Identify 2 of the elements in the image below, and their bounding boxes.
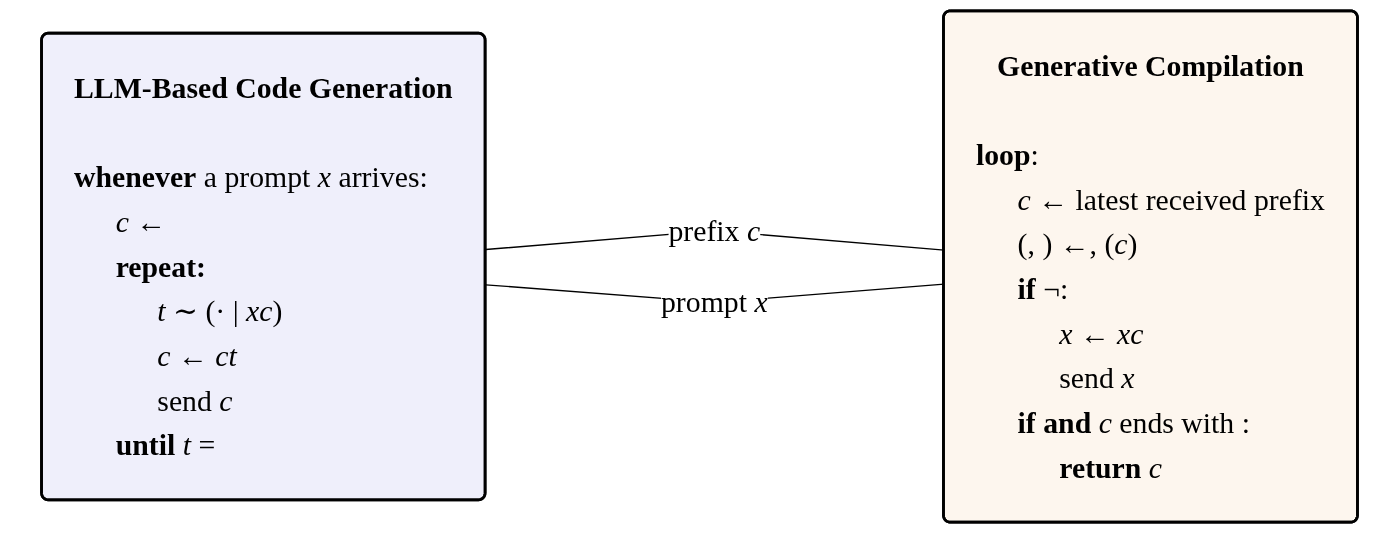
edge-label: prefix c xyxy=(668,213,761,248)
edge-label: prompt x xyxy=(660,285,768,320)
